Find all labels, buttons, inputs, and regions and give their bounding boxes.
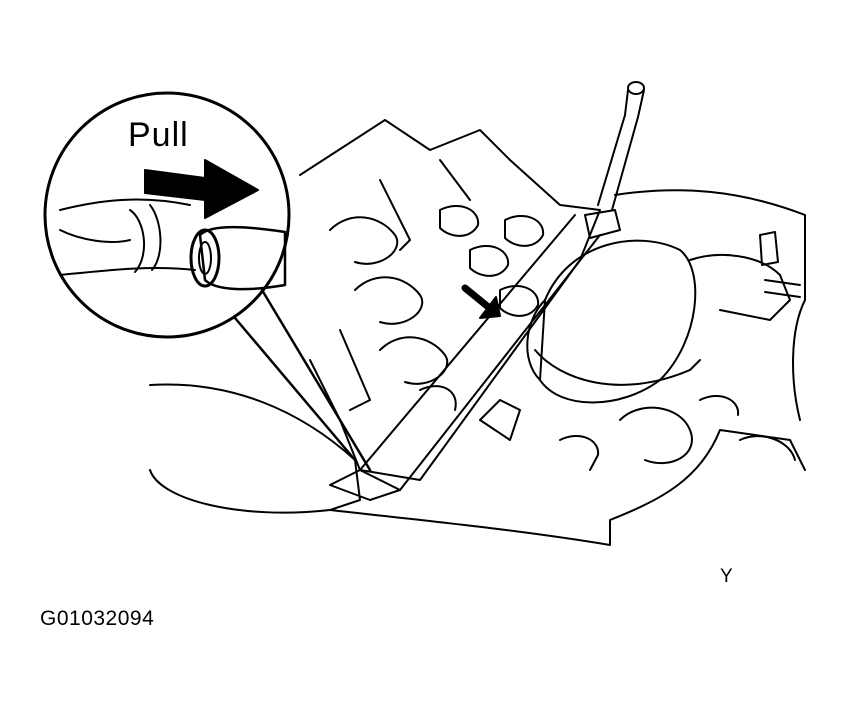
dipstick-cap (627, 81, 645, 95)
valve-cover-right (689, 254, 791, 321)
figure-id: G01032094 (40, 607, 155, 630)
detail-fitting-inner (198, 241, 212, 275)
engine-lower-body (329, 429, 806, 546)
intake-manifold-outline (299, 119, 601, 481)
manifold-runner-1 (329, 216, 399, 265)
dipstick-tube-right (611, 116, 639, 211)
engine-bay-outline (149, 383, 361, 514)
canister-end (526, 299, 546, 381)
canister-hose (534, 349, 701, 386)
callout-leader-right (260, 288, 372, 472)
callout-circle (43, 91, 291, 339)
dipstick-tube-left (597, 114, 626, 206)
fuel-rail-end (329, 469, 401, 501)
engine-right-edge (614, 189, 806, 421)
engine-detail-2 (699, 395, 740, 416)
manifold-rib-3 (339, 329, 371, 411)
fuel-rail-upper (359, 214, 576, 471)
manifold-rib-1 (379, 179, 411, 251)
manifold-runner-2 (354, 276, 424, 325)
manifold-rib-4 (419, 385, 457, 411)
detail-fitting-body (198, 225, 287, 291)
callout-leader-left (233, 316, 357, 462)
corner-mark: Y (720, 566, 733, 587)
manifold-port-1 (439, 205, 480, 237)
removal-arrow-stroke (461, 284, 496, 314)
right-arrow-icon (144, 159, 259, 219)
dipstick-neck (624, 89, 645, 118)
detail-clamp (129, 209, 146, 273)
sensor-stub-1 (764, 279, 801, 298)
callout-label: Pull (128, 116, 189, 154)
sensor-bracket (759, 231, 779, 266)
manifold-port-2 (469, 245, 510, 277)
manifold-rib-2 (439, 159, 471, 201)
engine-detail-4 (739, 435, 796, 461)
down-right-arrow-icon (479, 296, 501, 319)
engine-detail-3 (559, 435, 600, 471)
manifold-port-4 (504, 215, 545, 247)
detail-hose-top (59, 198, 191, 211)
detail-fitting-end (189, 228, 221, 288)
engine-detail-1 (619, 406, 693, 465)
detail-pipe-line (59, 229, 131, 243)
canister-body (539, 239, 697, 404)
callout-detail (59, 198, 287, 291)
detail-hose-bottom (59, 266, 196, 276)
engine-detail-5 (479, 399, 521, 441)
manifold-port-3 (499, 285, 540, 317)
dipstick-clamp (584, 209, 621, 239)
fuel-rail-lower (399, 234, 601, 491)
detail-clamp-2 (149, 204, 162, 271)
manifold-runner-3 (379, 336, 449, 385)
